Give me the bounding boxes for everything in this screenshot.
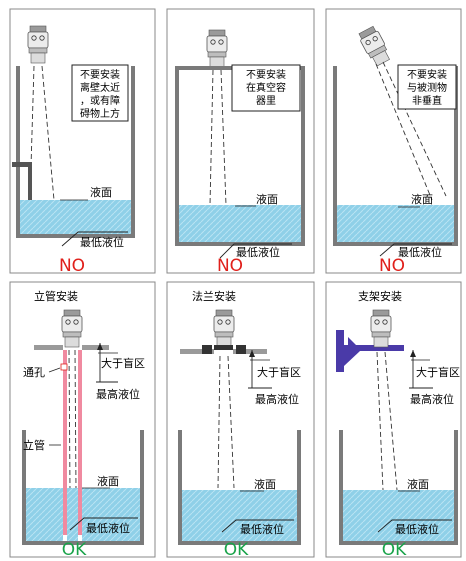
liquid (337, 205, 454, 242)
liquid (20, 200, 131, 234)
sound-beam (375, 61, 447, 201)
liquid (82, 488, 140, 541)
min-level-label: 最低液位 (395, 522, 439, 536)
note-line-2: 在真空容 (246, 81, 286, 94)
sensor-icon (213, 309, 235, 348)
blind-zone-label: 大于盲区 (416, 365, 460, 379)
standpipe (63, 350, 67, 535)
sensor-icon (27, 25, 49, 64)
verdict-no: NO (217, 256, 243, 276)
panel-flange-install: 法兰安装 大于盲区 最高液位 液面 最低液位 OK (166, 281, 315, 560)
level-label: 液面 (254, 477, 276, 491)
blind-zone-label: 大于盲区 (257, 365, 301, 379)
sensor-icon (370, 309, 392, 348)
note-line-4: 碍物上方 (80, 107, 120, 120)
sensor-icon (206, 29, 228, 68)
sound-beam (68, 349, 77, 491)
verdict-ok: OK (382, 540, 407, 560)
level-label: 液面 (411, 192, 433, 206)
sound-beam (217, 355, 235, 489)
panel-title: 支架安装 (358, 289, 402, 303)
verdict-ok: OK (224, 540, 249, 560)
note-line-1: 不要安装 (80, 68, 120, 81)
note-line-2: 离壁太近 (80, 81, 120, 94)
level-label: 液面 (90, 185, 112, 199)
sensor-icon (61, 309, 83, 348)
level-label: 液面 (97, 474, 119, 488)
verdict-ok: OK (62, 540, 87, 560)
warning-note (397, 64, 457, 110)
panel-not-perpendicular: 不要安装 与被测物 非垂直 液面 最低液位 NO (325, 8, 462, 276)
max-level-label: 最高液位 (410, 392, 454, 406)
bracket (336, 330, 404, 372)
note-line-1: 不要安装 (407, 68, 447, 81)
note-line-2: 与被测物 (407, 81, 447, 94)
panel-vacuum-vessel: 不要安装 在真空容 器里 液面 最低液位 NO (166, 8, 315, 276)
blind-zone-label: 大于盲区 (101, 356, 145, 370)
panel-standpipe-install: 立管安装 大于盲区 最高液位 通孔 立管 液面 最低液位 OK (9, 281, 156, 560)
panel-title: 法兰安装 (192, 289, 236, 303)
verdict-no: NO (379, 256, 405, 276)
min-level-label: 最低液位 (398, 245, 442, 259)
min-level-label: 最低液位 (236, 245, 280, 259)
vent-hole-label: 通孔 (23, 366, 45, 379)
max-level-label: 最高液位 (255, 392, 299, 406)
standpipe-label: 立管 (23, 438, 45, 452)
sound-beam (209, 69, 227, 206)
wall-obstacle (12, 162, 32, 167)
verdict-no: NO (59, 256, 85, 276)
liquid (179, 205, 301, 242)
min-level-label: 最低液位 (80, 235, 124, 249)
note-line-3: 非垂直 (412, 94, 442, 107)
sound-beam (376, 351, 398, 491)
liquid (343, 490, 454, 541)
note-line-1: 不要安装 (246, 68, 286, 81)
max-level-label: 最高液位 (96, 387, 140, 401)
panel-bracket-install: 支架安装 大于盲区 最高液位 液面 最低液位 OK (325, 281, 462, 560)
level-label: 液面 (256, 192, 278, 206)
liquid (182, 490, 297, 541)
min-level-label: 最低液位 (86, 521, 130, 535)
level-label: 液面 (407, 477, 429, 491)
sound-beam (29, 65, 55, 201)
panel-wall-obstacle: 不要安装 离壁太近 ，或有障 碍物上方 液面 最低液位 NO (9, 8, 156, 276)
note-line-3: 器里 (256, 95, 276, 107)
warning-note (71, 64, 129, 122)
min-level-label: 最低液位 (240, 522, 284, 536)
panel-title: 立管安装 (34, 289, 78, 303)
warning-note (231, 64, 301, 112)
flange (214, 345, 233, 350)
note-line-3: ，或有障 (80, 94, 120, 107)
